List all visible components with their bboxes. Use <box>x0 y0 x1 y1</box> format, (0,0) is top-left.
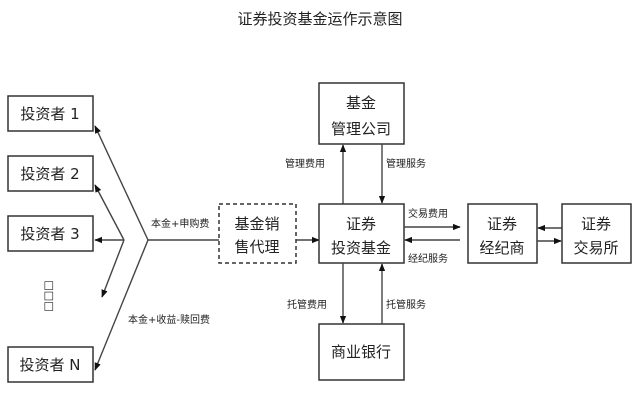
exchange-label-1: 证券 <box>581 215 611 233</box>
management-company-node: 基金 管理公司 <box>318 82 405 145</box>
bank-label: 商业银行 <box>331 343 391 361</box>
redeem-label: 本金+收益-赎回费 <box>128 313 210 326</box>
sales-agent-node: 基金销 售代理 <box>218 203 297 264</box>
exchange-node: 证券 交易所 <box>561 203 632 264</box>
bank-node: 商业银行 <box>318 323 405 381</box>
investor-3-node: 投资者 3 <box>7 215 94 252</box>
brokerage-service-label: 经纪服务 <box>408 252 448 265</box>
fund-label-1: 证券 <box>346 215 376 233</box>
sales-agent-label-1: 基金销 <box>234 215 279 233</box>
sales-agent-label-2: 售代理 <box>234 238 279 256</box>
management-company-label-2: 管理公司 <box>331 120 391 138</box>
investor-3-label: 投资者 3 <box>20 225 79 243</box>
investor-ellipsis: □□□ <box>43 280 56 311</box>
management-fee-label: 管理费用 <box>285 157 325 170</box>
investor-1-label: 投资者 1 <box>20 105 79 123</box>
custody-service-label: 托管服务 <box>386 298 426 311</box>
investor-flow-lines <box>94 125 219 371</box>
broker-node: 证券 经纪商 <box>467 203 538 264</box>
investor-2-node: 投资者 2 <box>7 155 94 192</box>
broker-label-2: 经纪商 <box>479 239 524 257</box>
broker-label-1: 证券 <box>487 215 517 233</box>
investor-1-node: 投资者 1 <box>7 95 94 132</box>
subscribe-label: 本金+申购费 <box>151 217 209 230</box>
fund-node: 证券 投资基金 <box>318 203 405 264</box>
exchange-label-2: 交易所 <box>573 239 618 257</box>
trading-fee-label: 交易费用 <box>408 207 448 220</box>
investor-2-label: 投资者 2 <box>20 165 79 183</box>
custody-fee-label: 托管费用 <box>287 298 327 311</box>
management-service-label: 管理服务 <box>386 157 426 170</box>
diagram-title: 证券投资基金运作示意图 <box>237 10 402 28</box>
investor-n-label: 投资者 N <box>20 356 81 374</box>
investor-n-node: 投资者 N <box>7 346 94 383</box>
fund-label-2: 投资基金 <box>331 239 391 257</box>
management-company-label-1: 基金 <box>346 94 376 112</box>
